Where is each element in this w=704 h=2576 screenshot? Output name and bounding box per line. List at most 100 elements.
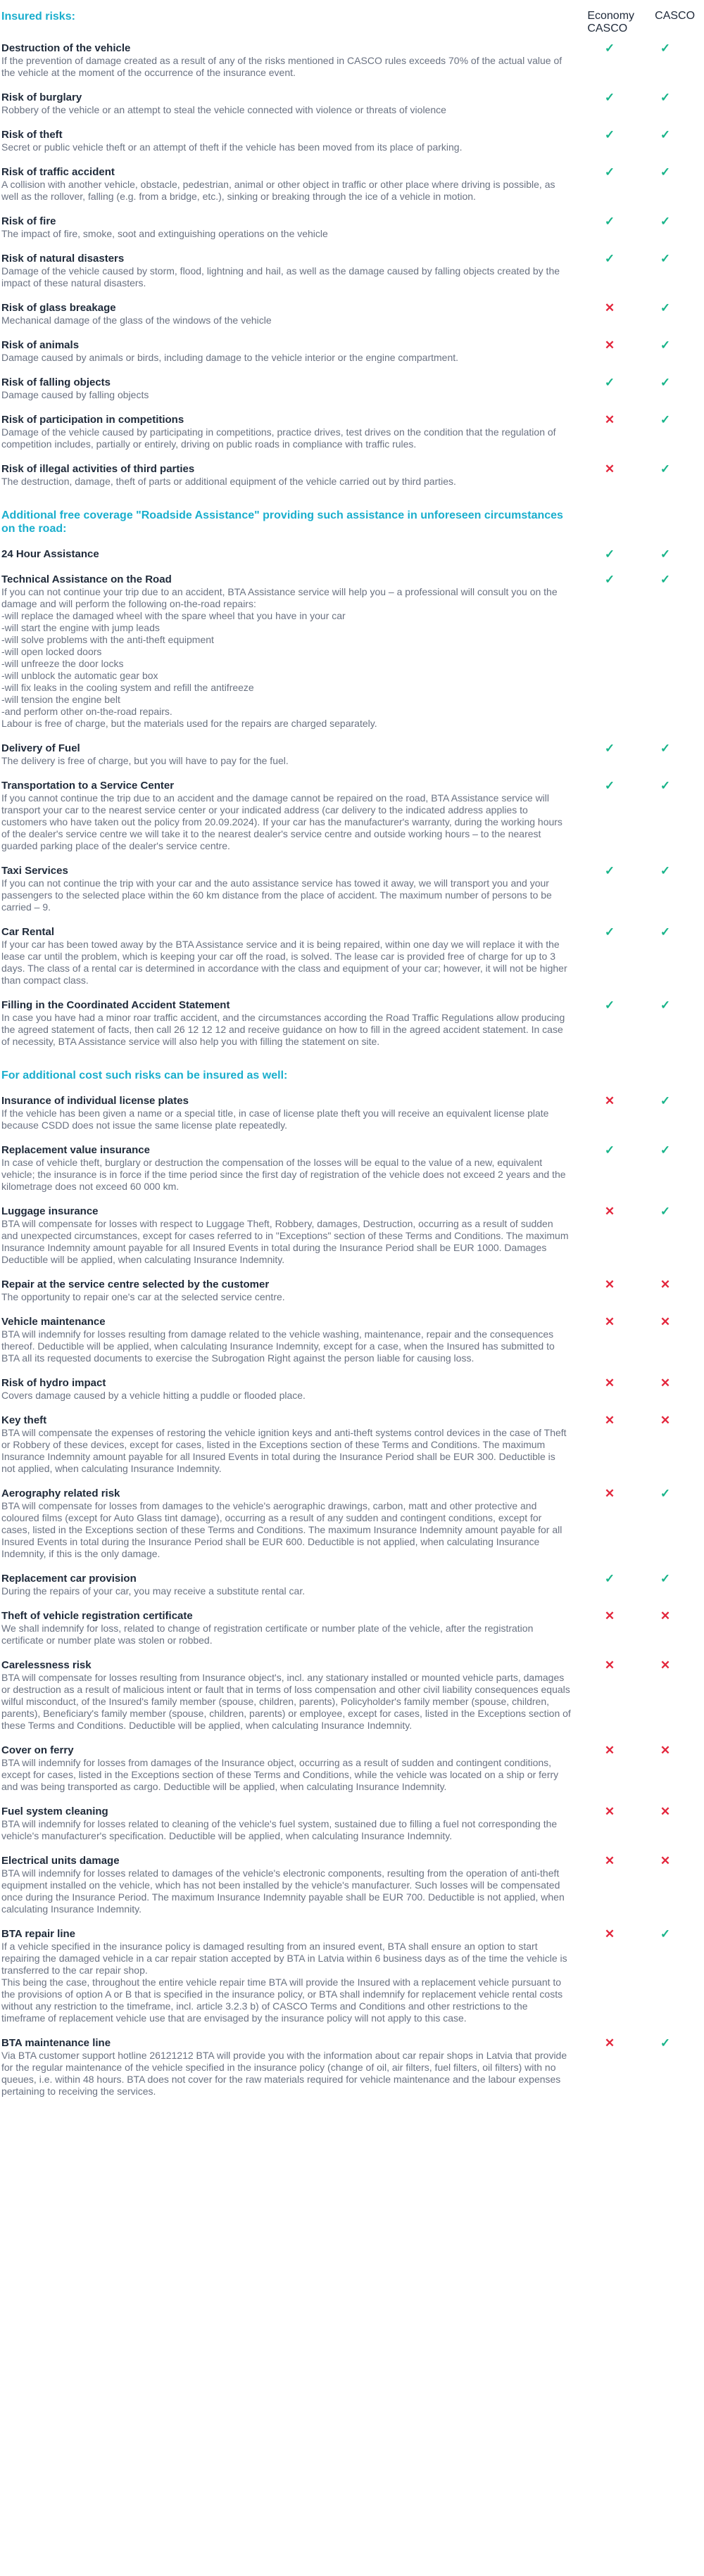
risk-title: Replacement car provision <box>1 1573 137 1585</box>
risk-title: Risk of hydro impact <box>1 1377 106 1389</box>
risk-description: If you cannot continue the trip due to a… <box>1 792 562 851</box>
table-header: Insured risks: Economy CASCO CASCO <box>0 0 704 37</box>
risk-description: In case you have had a minor roar traffi… <box>1 1012 565 1047</box>
check-icon: ✓ <box>604 215 615 228</box>
risk-description: If a vehicle specified in the insurance … <box>1 1941 567 2024</box>
cross-icon: ✕ <box>604 1205 615 1218</box>
check-icon: ✓ <box>660 547 671 561</box>
risk-description: Via BTA customer support hotline 2612121… <box>1 2050 567 2097</box>
check-icon: ✓ <box>660 42 671 55</box>
cross-icon: ✕ <box>604 1854 615 1867</box>
risk-description: The delivery is free of charge, but you … <box>1 755 289 766</box>
check-icon: ✓ <box>660 742 671 755</box>
check-icon: ✓ <box>660 215 671 228</box>
risk-description: BTA will compensate the expenses of rest… <box>1 1427 567 1474</box>
check-icon: ✓ <box>660 252 671 265</box>
risk-description: If the prevention of damage created as a… <box>1 55 562 78</box>
cross-icon: ✕ <box>604 413 615 426</box>
check-icon: ✓ <box>660 1094 671 1108</box>
cross-icon: ✕ <box>660 1315 671 1328</box>
check-icon: ✓ <box>604 165 615 179</box>
risk-title: Risk of glass breakage <box>1 302 116 314</box>
risk-description: Covers damage caused by a vehicle hittin… <box>1 1390 306 1401</box>
check-icon: ✓ <box>604 1143 615 1157</box>
cross-icon: ✕ <box>604 1376 615 1390</box>
risk-text: 24 Hour Assistance <box>0 548 586 561</box>
check-icon: ✓ <box>660 91 671 104</box>
check-icon: ✓ <box>660 2036 671 2050</box>
check-icon: ✓ <box>660 462 671 476</box>
risk-title: BTA maintenance line <box>1 2037 111 2049</box>
cross-icon: ✕ <box>604 462 615 476</box>
risk-description: BTA will indemnify for losses from damag… <box>1 1757 559 1792</box>
risk-title: Taxi Services <box>1 865 68 877</box>
section-heading: For additional cost such risks can be in… <box>0 1055 704 1089</box>
risk-title: Transportation to a Service Center <box>1 780 175 792</box>
check-icon: ✓ <box>660 1143 671 1157</box>
section-title: For additional cost such risks can be in… <box>1 1070 288 1081</box>
column-header-casco: CASCO <box>655 10 704 23</box>
cross-icon: ✕ <box>660 1278 671 1291</box>
risk-title: Theft of vehicle registration certificat… <box>1 1610 193 1622</box>
check-icon: ✓ <box>660 338 671 352</box>
risk-title: Risk of illegal activities of third part… <box>1 463 195 475</box>
risk-title: Risk of participation in competitions <box>1 414 184 426</box>
check-icon: ✓ <box>660 376 671 389</box>
risk-description: A collision with another vehicle, obstac… <box>1 179 555 202</box>
check-icon: ✓ <box>604 742 615 755</box>
check-icon: ✓ <box>604 998 615 1012</box>
column-header-economy-casco-label: Economy CASCO <box>587 10 635 34</box>
check-icon: ✓ <box>604 128 615 141</box>
risk-title: Risk of falling objects <box>1 376 111 388</box>
risk-title: Delivery of Fuel <box>1 742 80 754</box>
risk-title: Cover on ferry <box>1 1744 74 1756</box>
check-icon: ✓ <box>660 413 671 426</box>
check-icon: ✓ <box>660 128 671 141</box>
risk-description: Damage caused by falling objects <box>1 389 149 400</box>
risk-title: Risk of animals <box>1 339 80 351</box>
risk-title: Risk of natural disasters <box>1 253 125 265</box>
risk-title: 24 Hour Assistance <box>1 548 99 560</box>
risk-description: Damage caused by animals or birds, inclu… <box>1 352 459 363</box>
risk-title: Technical Assistance on the Road <box>1 573 172 585</box>
check-icon: ✓ <box>604 779 615 792</box>
risk-description: Damage of the vehicle caused by particip… <box>1 426 556 450</box>
risk-row: Filling in the Coordinated Accident Stat… <box>0 994 704 1055</box>
cross-icon: ✕ <box>604 338 615 352</box>
cross-icon: ✕ <box>604 1805 615 1818</box>
risk-title: Risk of theft <box>1 129 63 141</box>
risk-description: If you can not continue your trip due to… <box>1 586 558 729</box>
risk-title: Luggage insurance <box>1 1205 99 1217</box>
risk-title: Risk of fire <box>1 215 56 227</box>
check-icon: ✓ <box>604 864 615 877</box>
risk-title: Risk of burglary <box>1 91 82 103</box>
risk-description: The opportunity to repair one's car at t… <box>1 1291 285 1302</box>
cross-icon: ✕ <box>660 1658 671 1672</box>
check-icon: ✓ <box>660 1487 671 1500</box>
risk-title: Key theft <box>1 1414 47 1426</box>
risk-description: BTA will indemnify for losses related to… <box>1 1867 565 1915</box>
